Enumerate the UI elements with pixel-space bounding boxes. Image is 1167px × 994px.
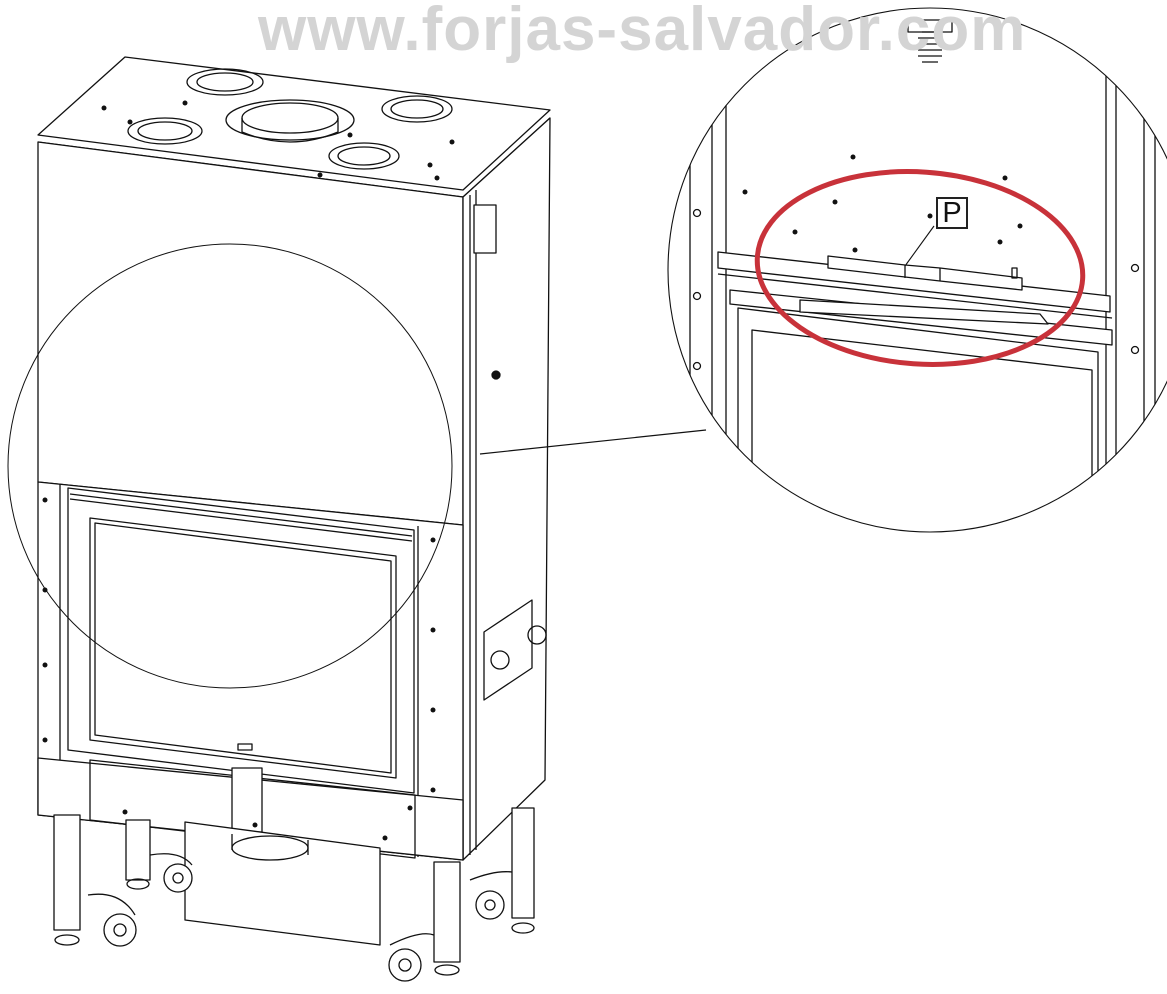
fireplace-wheels (87, 853, 513, 982)
part-leader-line (904, 225, 935, 267)
watermark-text: www.forjas-salvador.com (258, 0, 1027, 64)
detail-area-circle (7, 243, 453, 689)
fireplace-upper-panel (37, 141, 464, 526)
fireplace-base (37, 757, 464, 946)
zoom-detail-view (667, 7, 1167, 533)
part-label-p: P (936, 197, 968, 229)
leader-line (479, 429, 707, 455)
fireplace-side-panel (462, 117, 551, 861)
fireplace-legs (53, 807, 535, 976)
highlight-ellipse (754, 169, 1086, 367)
fireplace-rivets (42, 100, 455, 841)
